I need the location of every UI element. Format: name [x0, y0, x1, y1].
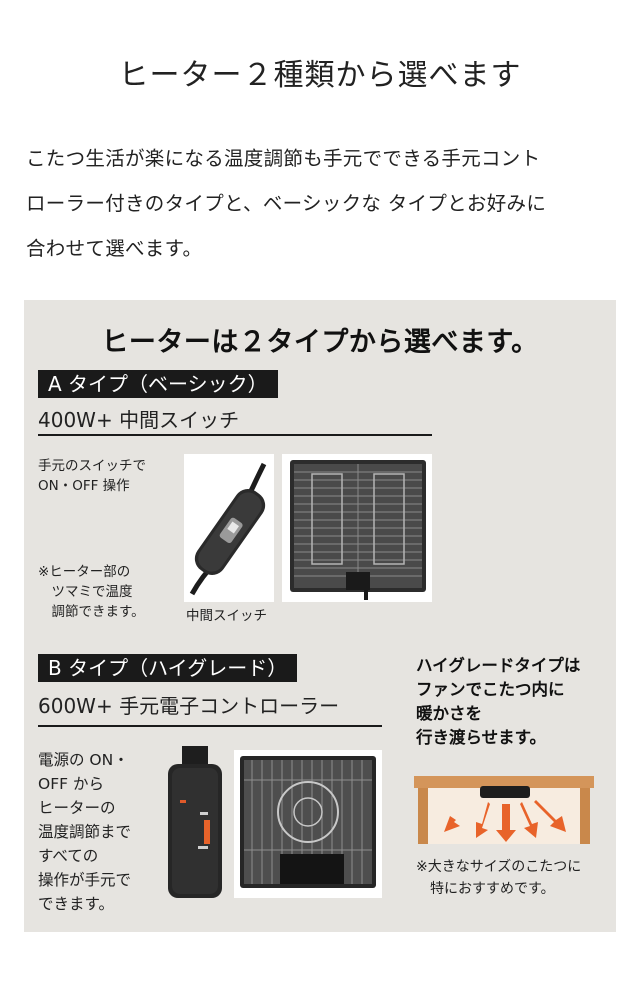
switch-caption: 中間スイッチ: [186, 608, 267, 624]
type-a-heater-note: ※ヒーター部の ツマミで温度 調節できます。: [38, 564, 145, 620]
type-b-label: B タイプ（ハイグレード）: [38, 654, 298, 682]
basic-heater-photo: [282, 454, 432, 602]
type-b-description: 電源の ON・ OFF から ヒーターの 温度調節まで すべての 操作が手元で …: [38, 751, 132, 913]
highgrade-heater-photo: [234, 750, 382, 898]
type-a-divider: [38, 434, 432, 436]
type-b-divider: [38, 725, 382, 727]
panel-title: ヒーターは２タイプから選べます。: [101, 327, 539, 358]
type-b-spec: 600W+ 手元電子コントローラー: [38, 694, 340, 718]
type-a-spec: 400W+ 中間スイッチ: [38, 408, 240, 432]
page-title: ヒーター２種類から選べます: [118, 58, 522, 93]
kotatsu-fan-illustration: [414, 772, 594, 846]
electronic-controller-photo: [164, 742, 226, 902]
intro-line: ローラー付きのタイプと、ベーシックな タイプとお好みに: [26, 192, 547, 215]
intro-line: 合わせて選べます。: [26, 237, 203, 260]
fan-description: ハイグレードタイプは ファンでこたつ内に 暖かさを 行き渡らせます。: [416, 656, 581, 747]
intro-line: こたつ生活が楽になる温度調節も手元でできる手元コント: [26, 147, 541, 170]
type-a-label: A タイプ（ベーシック）: [38, 370, 278, 398]
inline-switch-photo: [184, 454, 274, 602]
heater-types-panel: ヒーターは２タイプから選べます。 A タイプ（ベーシック） 400W+ 中間スイ…: [24, 300, 616, 932]
intro-text: こたつ生活が楽になる温度調節も手元でできる手元コント ローラー付きのタイプと、ベ…: [26, 136, 618, 271]
type-a-switch-note: 手元のスイッチで ON・OFF 操作: [38, 458, 146, 494]
size-note: ※大きなサイズのこたつに 特におすすめです。: [416, 859, 582, 897]
